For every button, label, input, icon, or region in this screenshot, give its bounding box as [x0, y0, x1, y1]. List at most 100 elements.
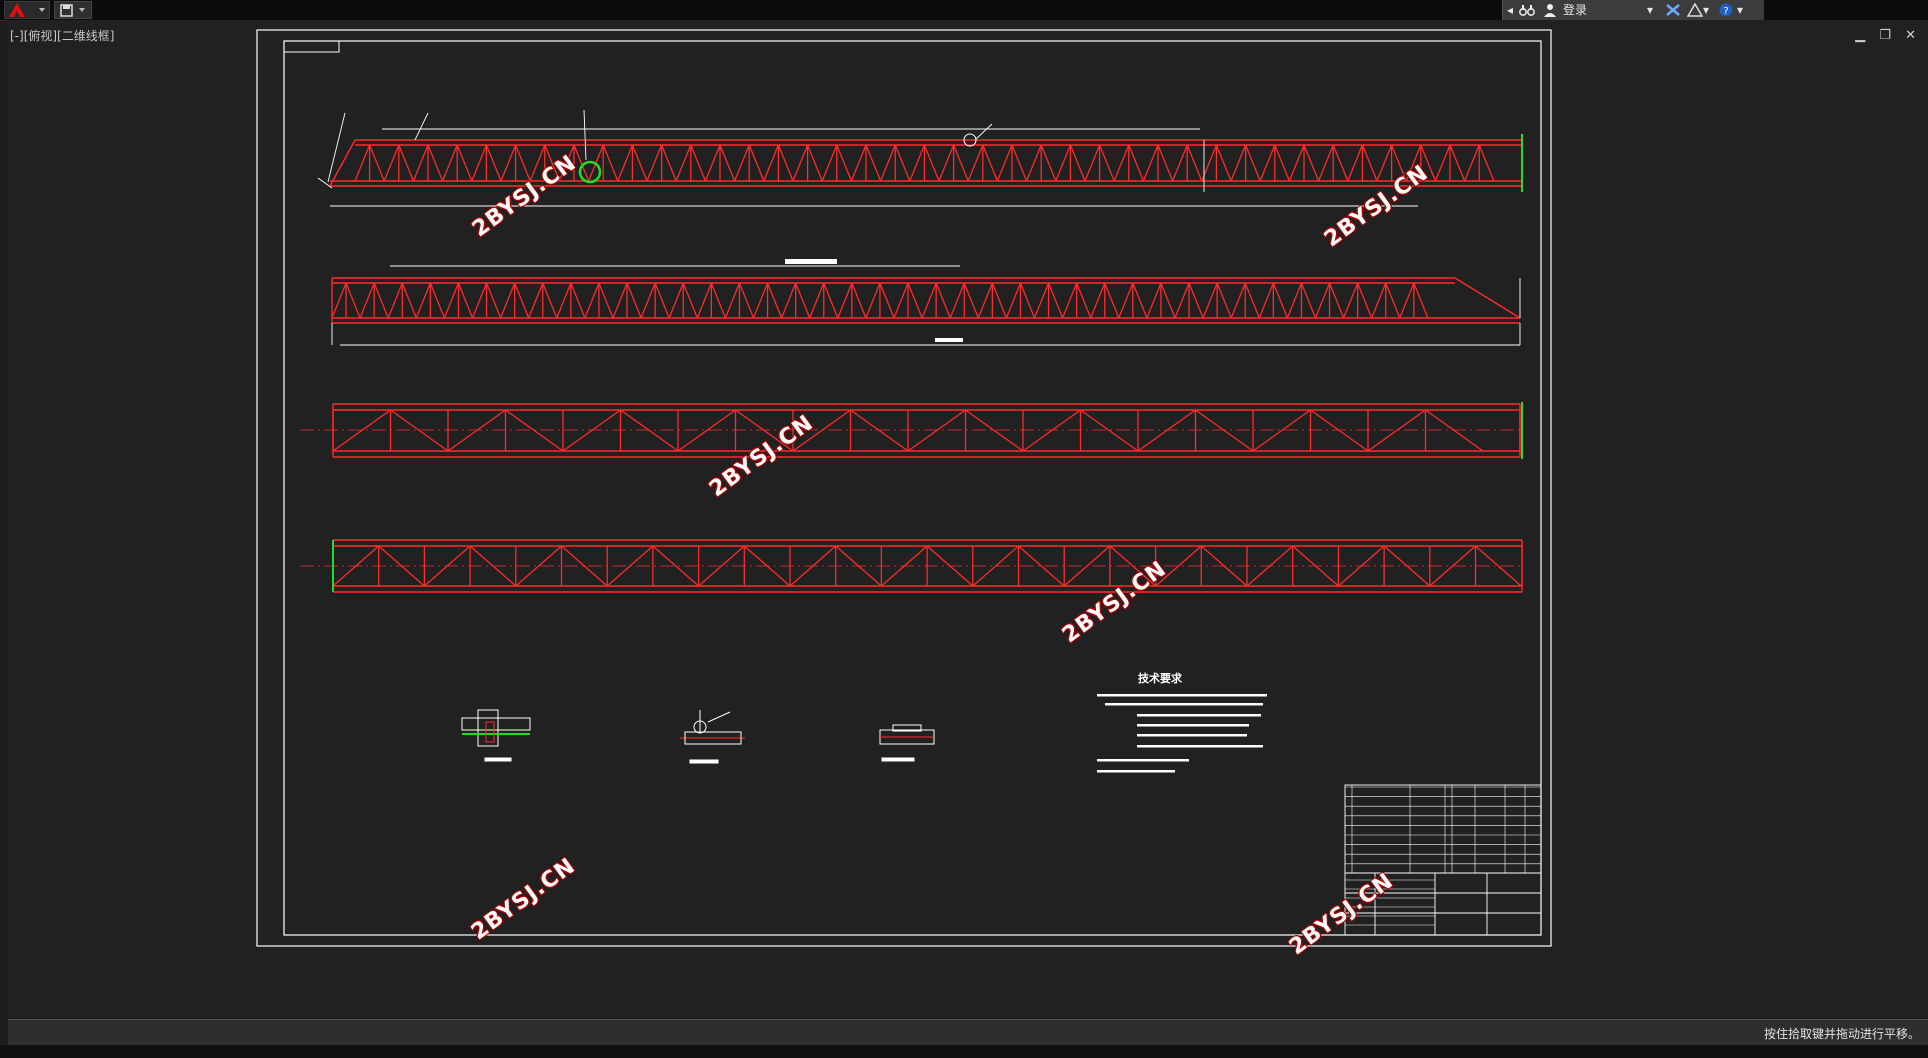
truss-member	[789, 545, 837, 587]
truss-member	[1011, 144, 1028, 182]
truss-member	[935, 282, 951, 319]
truss-member	[795, 282, 811, 319]
truss-member	[821, 144, 838, 182]
save-icon	[60, 4, 85, 17]
truss-member	[1429, 545, 1476, 587]
truss-member	[823, 282, 839, 319]
truss-member	[387, 282, 403, 319]
notes-title: 技术要求	[1138, 672, 1182, 685]
application-menu-button[interactable]	[4, 1, 50, 19]
truss-member	[879, 282, 895, 319]
truss-member	[447, 409, 506, 452]
user-icon	[1543, 3, 1557, 23]
truss-member	[515, 545, 562, 587]
truss-member	[921, 282, 937, 319]
truss-member	[345, 282, 361, 319]
truss-member	[1367, 409, 1426, 452]
close-icon[interactable]: ✕	[1905, 28, 1916, 43]
parts-list-rows	[1345, 785, 1541, 926]
truss-member	[1018, 545, 1065, 587]
truss-member	[471, 282, 488, 319]
truss-member	[1174, 282, 1190, 319]
truss-member	[1420, 144, 1437, 182]
truss-member	[485, 144, 502, 182]
scroll-left-icon[interactable]: ◂	[1507, 3, 1514, 17]
truss-member	[1025, 144, 1042, 182]
truss-member	[1195, 409, 1254, 452]
truss-member	[441, 144, 458, 182]
truss-member	[1160, 282, 1176, 319]
help-dropdown-icon[interactable]: ▾	[1737, 3, 1744, 17]
truss-member	[982, 144, 999, 182]
truss-member	[1310, 409, 1369, 452]
restore-icon[interactable]: ❐	[1879, 28, 1891, 43]
help-icon[interactable]: ?	[1719, 3, 1733, 23]
truss-elevation-1	[329, 139, 1522, 187]
binoculars-icon[interactable]	[1519, 3, 1535, 23]
truss-member	[949, 282, 965, 319]
truss-member	[893, 282, 909, 319]
truss-member	[1063, 545, 1111, 587]
autodesk-a360-icon[interactable]	[1686, 2, 1704, 23]
quick-access-toolbar[interactable]	[54, 1, 92, 19]
truss-member	[1292, 545, 1339, 587]
truss-member	[1080, 409, 1139, 452]
truss-member	[1300, 282, 1317, 319]
truss-member	[766, 282, 783, 319]
truss-member	[792, 409, 851, 452]
truss-member	[631, 144, 648, 182]
truss-member	[977, 282, 993, 319]
truss-member	[505, 409, 564, 452]
truss-member	[894, 144, 911, 182]
truss-member	[909, 144, 926, 182]
truss-member	[763, 144, 780, 182]
status-bar: 按住拾取键并拖动进行平移。	[8, 1019, 1928, 1045]
truss-member	[1463, 144, 1480, 182]
viewport-controls-label[interactable]: [-][俯视][二维线框]	[10, 29, 115, 43]
truss-member	[332, 545, 380, 587]
truss-member	[1246, 545, 1294, 587]
truss-member	[1022, 409, 1081, 452]
truss-member	[780, 282, 797, 319]
truss-member	[1157, 144, 1174, 182]
truss-member	[963, 282, 979, 319]
truss-member	[907, 282, 923, 319]
truss-member	[383, 144, 400, 182]
login-button[interactable]: 登录	[1563, 3, 1588, 17]
truss-member	[1328, 282, 1345, 319]
truss-member	[1405, 144, 1422, 182]
truss-member	[952, 144, 969, 182]
login-dropdown-icon[interactable]: ▾	[1647, 3, 1654, 17]
truss-member	[1215, 144, 1232, 182]
truss-member	[378, 545, 425, 587]
truss-member	[359, 282, 375, 319]
footer-strip	[0, 1045, 1928, 1058]
drawing-number-box	[283, 40, 340, 53]
truss-member	[1286, 282, 1303, 319]
truss-member	[368, 144, 385, 182]
truss-member	[777, 144, 794, 182]
autocad-logo-icon	[9, 3, 45, 17]
truss-member	[1055, 144, 1072, 182]
truss-member	[1274, 144, 1291, 182]
truss-member	[390, 409, 449, 452]
truss-member	[573, 144, 590, 182]
truss-member	[1230, 282, 1246, 319]
truss-member	[675, 144, 692, 182]
minimize-icon[interactable]: ▁	[1855, 28, 1866, 43]
truss-member	[1019, 282, 1036, 319]
truss-plan-1	[332, 403, 1521, 458]
truss-member	[443, 282, 460, 319]
truss-member	[1104, 282, 1120, 319]
truss-member	[373, 282, 389, 319]
truss-member	[457, 282, 474, 319]
highlighted-node-marker	[578, 160, 602, 184]
technical-notes	[1097, 694, 1267, 773]
truss-member	[612, 282, 628, 319]
exchange-icon[interactable]	[1665, 3, 1681, 23]
a360-dropdown-icon[interactable]: ▾	[1703, 3, 1710, 17]
title-block	[1344, 784, 1542, 936]
truss-member	[617, 144, 634, 182]
truss-member	[1216, 282, 1232, 319]
truss-member	[1385, 282, 1401, 319]
